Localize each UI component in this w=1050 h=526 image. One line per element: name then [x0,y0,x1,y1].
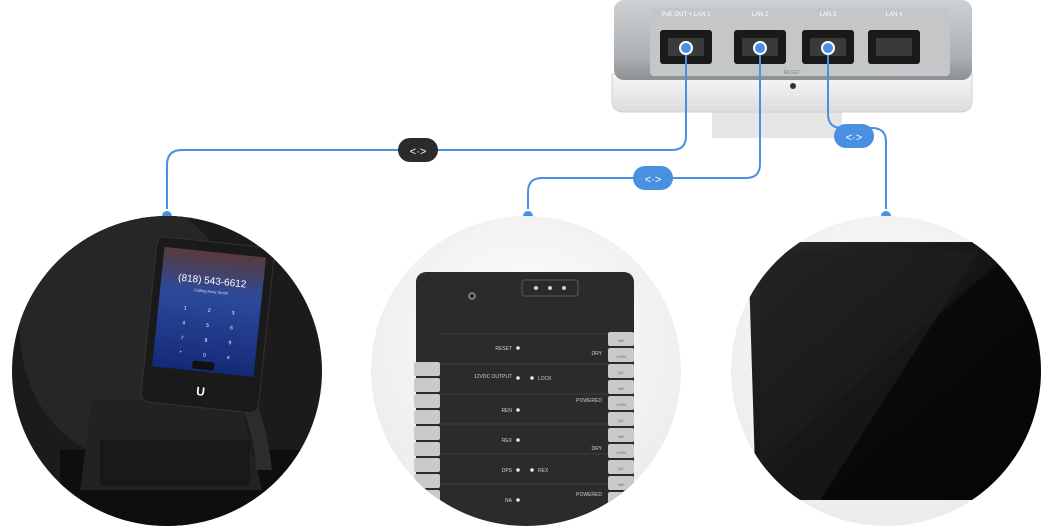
svg-text:0: 0 [203,353,207,359]
svg-text:#: # [227,355,231,361]
svg-text:7: 7 [180,335,184,341]
controller-center-labels: RESET 12VDC OUTPUT REN REX DPS NA [474,346,513,504]
port-4 [868,30,920,64]
svg-text:6: 6 [230,325,234,331]
svg-text:DRY: DRY [592,351,603,357]
svg-text:1: 1 [184,305,188,311]
svg-text:12VDC OUTPUT: 12VDC OUTPUT [474,374,512,380]
right-terminal-strip [608,332,634,506]
svg-text:POWERED: POWERED [576,492,602,498]
svg-text:9: 9 [228,340,232,346]
svg-text:NC: NC [618,418,624,423]
svg-text:2: 2 [207,308,211,314]
reset-label: RESET [784,70,801,76]
svg-text:NC: NC [618,370,624,375]
svg-text:3: 3 [231,310,235,316]
left-terminal-strip [414,362,440,504]
reset-pinhole [790,83,796,89]
display-device-circle [731,216,1041,526]
badge-controller-symbol: <·> [645,174,662,186]
controller-leds [516,346,534,502]
badge-display-symbol: <·> [846,132,863,144]
svg-text:DPS: DPS [502,468,513,474]
svg-text:*: * [179,350,182,356]
port-label-1: PoE OUT + LAN 1 [661,12,711,18]
svg-text:COM: COM [616,354,625,359]
phone-caller-subtitle: Calling Anne Smith [194,287,228,296]
port-label-3: LAN 3 [820,12,837,18]
lock-label: LOCK [538,376,552,382]
phone-call-button [192,360,215,371]
badge-phone-symbol: <·> [410,146,427,158]
phone-logo: U [196,384,206,399]
controller-group-labels: DRY POWERED DRY POWERED [576,351,603,498]
svg-text:NO: NO [618,386,624,391]
svg-text:RESET: RESET [495,346,512,352]
controller-device-circle: NO COM NC NO COM NC NO COM NC NO COM NC [371,216,681,526]
svg-text:NO: NO [618,434,624,439]
svg-text:REN: REN [501,408,512,414]
svg-text:NC: NC [618,514,624,519]
connector-badge-phone: <·> [398,138,438,162]
svg-text:COM: COM [616,402,625,407]
svg-text:4: 4 [182,320,186,326]
svg-text:NC: NC [618,466,624,471]
switch-base [611,73,973,113]
rex-right-label: REX [538,468,549,474]
phone-keypad: 1 2 3 4 5 6 7 8 9 * 0 # [179,305,235,361]
svg-text:COM: COM [616,498,625,503]
network-switch: PoE OUT + LAN 1 LAN 2 LAN 3 LAN 4 RESET [611,0,973,138]
port-dots [679,41,835,55]
connector-badge-display: <·> [834,124,874,148]
switch-mount [712,108,842,138]
svg-text:5: 5 [206,323,210,329]
controller-board [416,272,634,526]
svg-text:REX: REX [502,438,513,444]
svg-text:POWERED: POWERED [576,398,602,404]
svg-text:COM: COM [616,450,625,455]
connector-badge-controller: <·> [633,166,673,190]
svg-text:8: 8 [204,338,208,344]
svg-text:NA: NA [505,498,513,504]
svg-text:NO: NO [618,482,624,487]
svg-text:NO: NO [618,338,624,343]
port-label-2: LAN 2 [752,12,769,18]
phone-screen [152,246,266,377]
line-phone [166,48,687,216]
display-stand [742,500,762,518]
port-label-4: LAN 4 [886,12,903,18]
phone-device-circle: (818) 543-6612 Calling Anne Smith 1 2 3 … [12,216,322,526]
svg-text:DRY: DRY [592,446,603,452]
